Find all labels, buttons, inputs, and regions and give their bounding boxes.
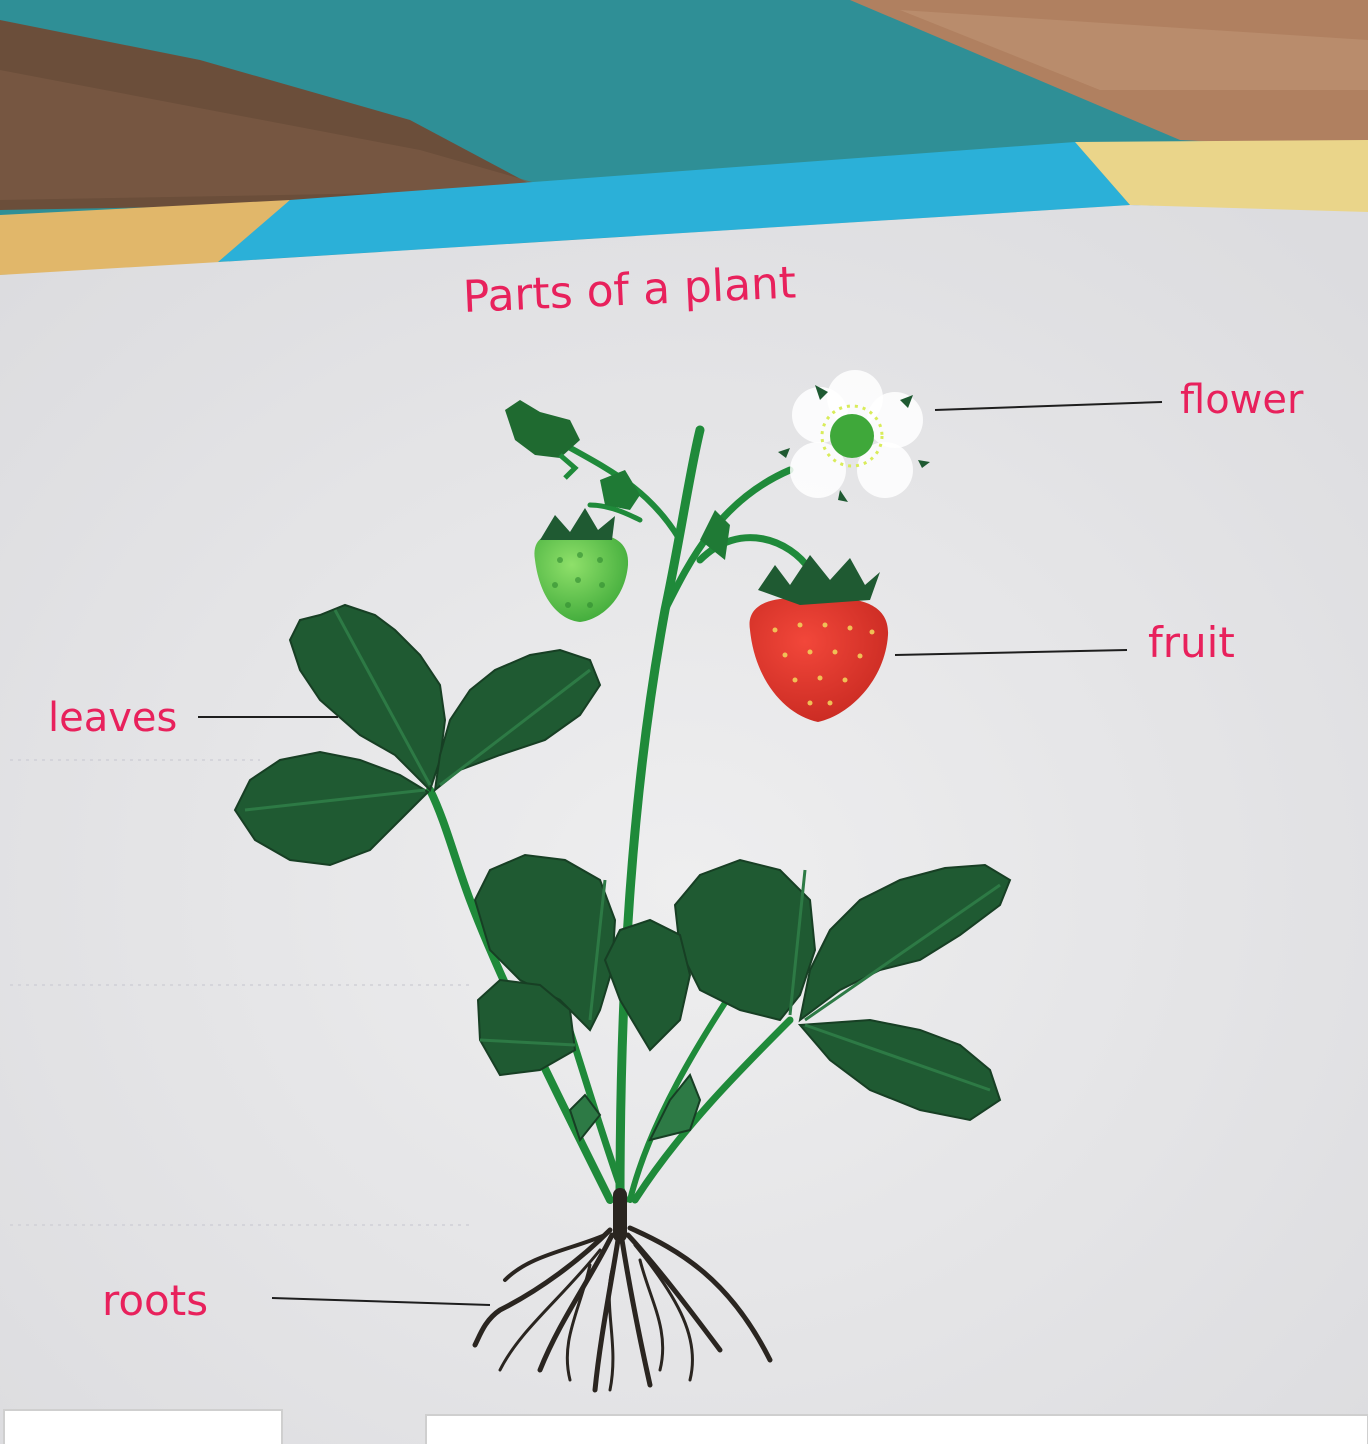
label-roots: roots [102,1280,208,1322]
label-leaves: leaves [48,698,177,738]
label-flower: flower [1180,380,1303,420]
label-fruit: fruit [1148,622,1235,664]
bottom-answer-boxes [4,1410,1368,1444]
